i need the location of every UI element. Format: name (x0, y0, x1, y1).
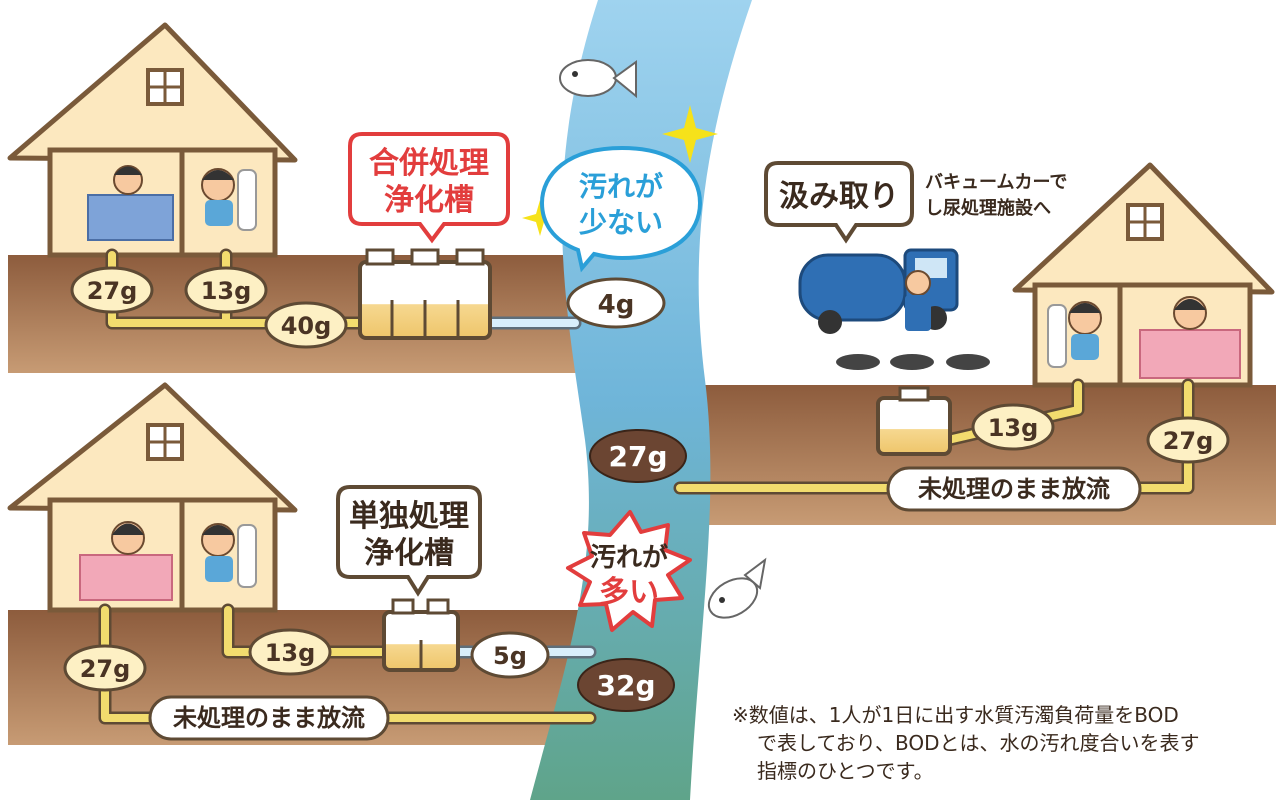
single-toilet-load: 13g (265, 639, 316, 667)
combined-tank-callout (348, 132, 510, 244)
combined-bath-load: 27g (87, 277, 138, 305)
single-river-total: 32g (596, 669, 655, 702)
pit-untreated-label: 未処理のまま放流 (918, 475, 1110, 503)
more-dirty-line1: 汚れが (590, 542, 668, 573)
footnote-line2: で表しており、BODとは、水の汚れ度合いを表す (757, 731, 1200, 755)
single-toilet-load-pill (248, 628, 332, 676)
house-pit (1012, 162, 1275, 388)
fish-sad-icon (707, 557, 767, 619)
pit-toilet-load-pill (971, 403, 1055, 451)
combined-bath-load-pill (70, 266, 154, 314)
sparkle-icon (522, 105, 718, 236)
combined-outflow-load: 4g (598, 290, 635, 320)
fish-happy-icon (559, 59, 637, 99)
combined-tank-label-line2: 浄化槽 (384, 183, 474, 218)
pit-label: 汲み取り (779, 179, 899, 214)
single-treated-outflow: 5g (493, 642, 527, 670)
pit-toilet-load: 13g (988, 414, 1039, 442)
combined-merged-load: 40g (281, 312, 332, 340)
pit-note-line1: バキュームカーで (925, 172, 1067, 193)
more-dirty-line2: 多い (599, 575, 659, 610)
single-untreated-label-box (148, 695, 390, 741)
pit-untreated-label-box (886, 466, 1142, 512)
single-bath-load-pill (63, 644, 147, 692)
single-bath-load: 27g (80, 655, 131, 683)
single-river-total-pill (577, 658, 675, 712)
pit-bath-load: 27g (1163, 427, 1214, 455)
less-dirty-callout (539, 145, 703, 273)
pit-river-load: 27g (608, 440, 667, 473)
less-dirty-line2: 少ない (579, 206, 663, 239)
combined-outflow-pill (566, 277, 666, 329)
footnote-line3: 指標のひとつです。 (757, 759, 934, 783)
pit-note-line2: し尿処理施設へ (925, 197, 1051, 219)
single-tank-callout (336, 485, 482, 597)
pit-label-callout (764, 161, 914, 244)
single-tank-label-line1: 単独処理 (349, 499, 469, 534)
combined-merged-load-pill (264, 301, 348, 349)
combined-toilet-load-pill (184, 266, 268, 314)
house-combined (7, 22, 298, 258)
house-single (7, 382, 298, 613)
single-septic-tank (382, 598, 460, 672)
combined-toilet-load: 13g (201, 277, 252, 305)
pit-tank (876, 386, 952, 456)
pit-bath-load-pill (1146, 416, 1230, 464)
less-dirty-line1: 汚れが (579, 170, 663, 203)
single-untreated-label: 未処理のまま放流 (173, 704, 365, 732)
more-dirty-callout (566, 510, 692, 632)
single-treated-outflow-pill (470, 631, 550, 679)
combined-septic-tank (358, 248, 492, 340)
single-tank-label-line2: 浄化槽 (364, 536, 454, 571)
pit-river-load-pill (589, 429, 687, 483)
vacuum-truck-illustration (798, 248, 990, 370)
combined-tank-label-line1: 合併処理 (369, 146, 489, 181)
footnote-line1: ※数値は、1人が1日に出す水質汚濁負荷量をBOD (732, 703, 1179, 727)
